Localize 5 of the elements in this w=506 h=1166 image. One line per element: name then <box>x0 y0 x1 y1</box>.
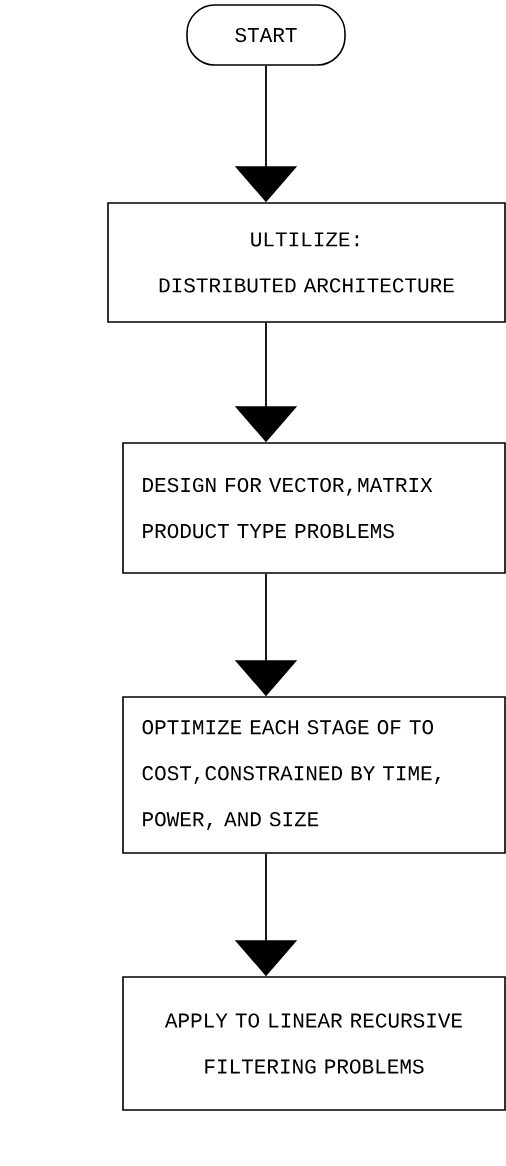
process-box: APPLY TO LINEAR RECURSIVE FILTERING PROBLEMS <box>122 976 506 1111</box>
process-box: OPTIMIZE EACH STAGE OF TO COST,CONSTRAINED BY TIME, POWER, AND SIZE <box>122 696 506 854</box>
process-box: ULTILIZE: DISTRIBUTED ARCHITECTURE <box>107 202 506 323</box>
process-box: DESIGN FOR VECTOR,MATRIX PRODUCT TYPE PROBLEMS <box>122 442 506 574</box>
start-terminal: START <box>186 4 346 66</box>
